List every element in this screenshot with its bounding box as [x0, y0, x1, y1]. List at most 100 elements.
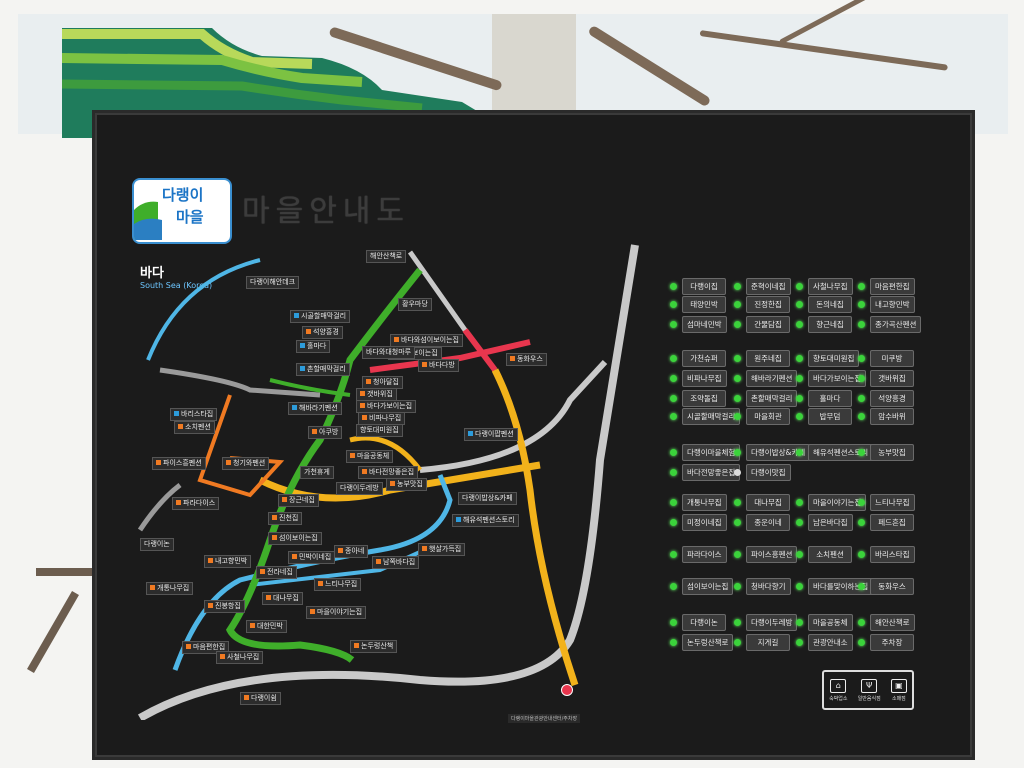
icon-legend: ⌂ 숙박업소 Ψ 일반음식점 ▣ 소매점 — [822, 670, 914, 710]
legend-entry: 비파나무집 — [670, 370, 727, 387]
green-light-icon — [734, 321, 741, 328]
legend-entry: 남은바다집 — [796, 514, 853, 531]
legend-button[interactable]: 미정이네집 — [682, 514, 727, 531]
trail-green-2 — [269, 378, 351, 397]
legend-button[interactable]: 바다를맞이하는집 — [808, 578, 874, 595]
legend-entry: 마을공동체 — [796, 614, 853, 631]
legend-button[interactable]: 촌할매막걸리 — [746, 390, 798, 407]
legend-entry: 섬이보이는집 — [670, 578, 734, 595]
legend-button[interactable]: 해안산책로 — [870, 614, 915, 631]
legend-button[interactable]: 종가곡산펜션 — [870, 316, 922, 333]
legend-button[interactable]: 대나무집 — [746, 494, 790, 511]
map-label: 남쪽바다집 — [372, 556, 420, 569]
legend-button[interactable]: 갯바위집 — [870, 370, 914, 387]
restaurant-icon: Ψ — [861, 678, 878, 693]
green-light-icon — [858, 301, 865, 308]
green-light-icon — [734, 413, 741, 420]
green-light-icon — [670, 321, 677, 328]
legend-button[interactable]: 논두렁산책로 — [682, 634, 734, 651]
map-label: 바리스타집 — [170, 408, 218, 421]
legend-button[interactable]: 소치펜션 — [808, 546, 852, 563]
legend-entry: 준혁이네집 — [734, 278, 791, 295]
green-light-icon — [858, 375, 865, 382]
wooden-frame — [18, 568, 96, 738]
green-light-icon — [796, 499, 803, 506]
legend-button[interactable]: 시골할매막걸리 — [682, 408, 741, 425]
legend-button[interactable]: 바다전망좋은집 — [682, 464, 741, 481]
legend-button[interactable]: 다랭이집 — [682, 278, 726, 295]
green-light-icon — [670, 499, 677, 506]
legend-button[interactable]: 암수바위 — [870, 408, 914, 425]
legend-entry: 농부맛집 — [858, 444, 914, 461]
legend-button[interactable]: 원주네집 — [746, 350, 790, 367]
legend-button[interactable]: 마을공동체 — [808, 614, 853, 631]
legend-button[interactable]: 가천슈퍼 — [682, 350, 726, 367]
legend-button[interactable]: 다랭이두레방 — [746, 614, 798, 631]
map-label: 바다와대청마루 — [362, 346, 416, 359]
legend-button[interactable]: 해바라기펜션 — [746, 370, 798, 387]
legend-entry: 파이스흥펜션 — [734, 546, 798, 563]
legend-button[interactable]: 다랭이맛집 — [746, 464, 791, 481]
legend-button[interactable]: 사철나무집 — [808, 278, 853, 295]
legend-button[interactable]: 바다가보이는집 — [808, 370, 867, 387]
legend-button[interactable]: 준혁이네집 — [746, 278, 791, 295]
legend-button[interactable]: 미쿠방 — [870, 350, 914, 367]
green-light-icon — [796, 283, 803, 290]
green-light-icon — [734, 499, 741, 506]
legend-button[interactable]: 간물담집 — [746, 316, 790, 333]
legend-button[interactable]: 비파나무집 — [682, 370, 727, 387]
legend-button[interactable]: 마을회관 — [746, 408, 790, 425]
map-label: 진천집 — [268, 512, 303, 525]
shop-icon: ▣ — [890, 678, 907, 693]
legend-entry: 사철나무집 — [796, 278, 853, 295]
green-light-icon — [734, 551, 741, 558]
legend-button[interactable]: 지게길 — [746, 634, 790, 651]
legend-button[interactable]: 개통나무집 — [682, 494, 727, 511]
legend-entry: 간물담집 — [734, 316, 790, 333]
map-label: 느티나무집 — [314, 578, 362, 591]
legend-button[interactable]: 종운이네 — [746, 514, 790, 531]
legend-button[interactable]: 조약돌집 — [682, 390, 726, 407]
legend-button[interactable]: 석양흥경 — [870, 390, 914, 407]
legend-button[interactable]: 농부맛집 — [870, 444, 914, 461]
legend-button[interactable]: 밥무덤 — [808, 408, 852, 425]
legend-entry: 갯바위집 — [858, 370, 914, 387]
legend-button[interactable]: 향근네집 — [808, 316, 852, 333]
legend-button[interactable]: 페드흔집 — [870, 514, 914, 531]
legend-button[interactable]: 섬이보이는집 — [682, 578, 734, 595]
legend-button[interactable]: 주차장 — [870, 634, 914, 651]
legend-button[interactable]: 다랭이마을체험 — [682, 444, 741, 461]
legend-button[interactable]: 마을이야기는집 — [808, 494, 867, 511]
trail-red-north — [462, 328, 498, 372]
sea-label: 바다 South Sea (Korea) — [140, 262, 212, 290]
legend-button[interactable]: 남은바다집 — [808, 514, 853, 531]
legend-button[interactable]: 청바다향기 — [746, 578, 791, 595]
green-light-icon — [734, 395, 741, 402]
legend-button[interactable]: 마음편한집 — [870, 278, 915, 295]
legend-entry: 홀마다 — [796, 390, 852, 407]
legend-entry: 마을회관 — [734, 408, 790, 425]
legend-entry: 다랭이두레방 — [734, 614, 798, 631]
green-light-icon — [734, 583, 741, 590]
legend-button[interactable]: 섬마네민박 — [682, 316, 727, 333]
green-light-icon — [670, 301, 677, 308]
legend-button[interactable]: 태양민박 — [682, 296, 726, 313]
legend-button[interactable]: 파이스흥펜션 — [746, 546, 798, 563]
legend-entry: 내고향민박 — [858, 296, 915, 313]
legend-button[interactable]: 느티나무집 — [870, 494, 915, 511]
legend-button[interactable]: 관광안내소 — [808, 634, 853, 651]
legend-button[interactable]: 내고향민박 — [870, 296, 915, 313]
legend-button[interactable]: 홀마다 — [808, 390, 852, 407]
legend-button[interactable]: 동화우스 — [870, 578, 914, 595]
legend-button[interactable]: 바리스타집 — [870, 546, 915, 563]
legend-button[interactable]: 다랭이논 — [682, 614, 726, 631]
green-light-icon — [796, 551, 803, 558]
legend-button[interactable]: 파라다이스 — [682, 546, 727, 563]
legend-entry: 촌할매막걸리 — [734, 390, 798, 407]
legend-button[interactable]: 돈의네집 — [808, 296, 852, 313]
green-light-icon — [734, 449, 741, 456]
legend-entry: 바리스타집 — [858, 546, 915, 563]
shop-legend: ▣ 소매점 — [890, 678, 907, 702]
legend-button[interactable]: 진정한집 — [746, 296, 790, 313]
legend-button[interactable]: 향토대미원집 — [808, 350, 860, 367]
